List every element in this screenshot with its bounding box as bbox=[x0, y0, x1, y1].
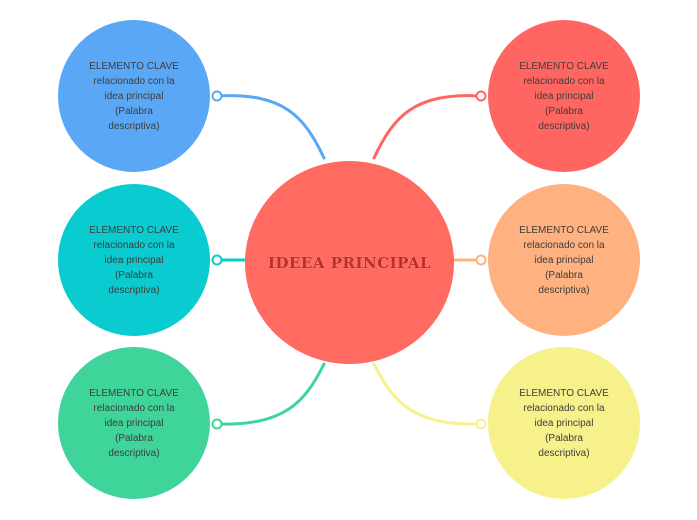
branch-label-left-top: ELEMENTO CLAVE relacionado con la idea p… bbox=[89, 60, 179, 132]
branch-node-left-top[interactable]: ELEMENTO CLAVE relacionado con la idea p… bbox=[58, 20, 210, 172]
central-idea-label: IDEEA PRINCIPAL bbox=[267, 253, 432, 272]
central-idea-node[interactable]: IDEEA PRINCIPAL bbox=[245, 161, 454, 364]
branch-label-right-middle: ELEMENTO CLAVE relacionado con la idea p… bbox=[519, 224, 609, 296]
connector-left-bottom bbox=[215, 362, 326, 426]
branch-node-right-middle[interactable]: ELEMENTO CLAVE relacionado con la idea p… bbox=[488, 184, 640, 336]
connector-anchor-left-bottom[interactable] bbox=[211, 418, 223, 430]
branch-label-left-bottom: ELEMENTO CLAVE relacionado con la idea p… bbox=[89, 387, 179, 459]
branch-node-right-top[interactable]: ELEMENTO CLAVE relacionado con la idea p… bbox=[488, 20, 640, 172]
branch-label-left-middle: ELEMENTO CLAVE relacionado con la idea p… bbox=[89, 224, 179, 296]
connector-right-top bbox=[372, 94, 483, 160]
connector-left-top bbox=[215, 94, 326, 160]
connector-anchor-left-top[interactable] bbox=[211, 90, 223, 102]
branch-label-right-bottom: ELEMENTO CLAVE relacionado con la idea p… bbox=[519, 387, 609, 459]
branch-node-left-middle[interactable]: ELEMENTO CLAVE relacionado con la idea p… bbox=[58, 184, 210, 336]
branch-node-right-bottom[interactable]: ELEMENTO CLAVE relacionado con la idea p… bbox=[488, 347, 640, 499]
branch-label-right-top: ELEMENTO CLAVE relacionado con la idea p… bbox=[519, 60, 609, 132]
connector-anchor-right-top[interactable] bbox=[475, 90, 487, 102]
connector-right-bottom bbox=[372, 362, 483, 426]
connector-anchor-right-bottom[interactable] bbox=[475, 418, 487, 430]
connector-anchor-right-middle[interactable] bbox=[475, 254, 487, 266]
branch-node-left-bottom[interactable]: ELEMENTO CLAVE relacionado con la idea p… bbox=[58, 347, 210, 499]
connector-anchor-left-middle[interactable] bbox=[211, 254, 223, 266]
